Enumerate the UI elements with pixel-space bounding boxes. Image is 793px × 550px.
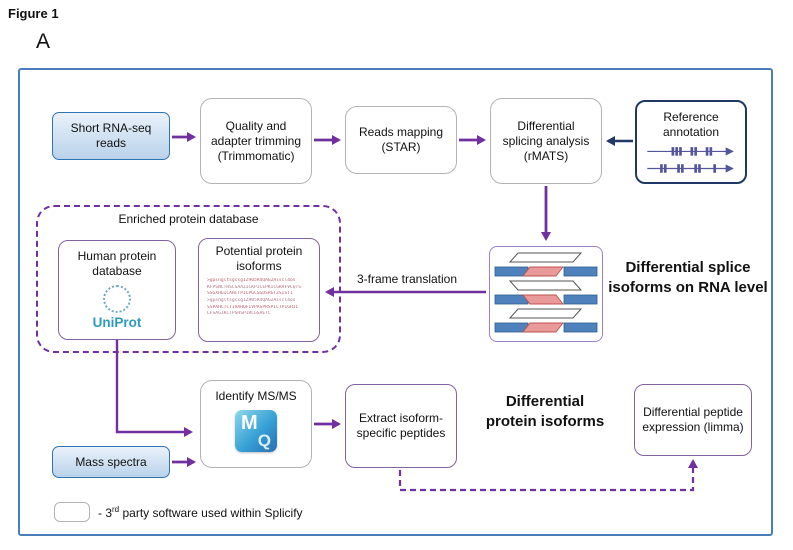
potential-isoforms-label: Potential protein isoforms (215, 244, 303, 273)
rna-level-caption: Differential splice isoforms on RNA leve… (608, 259, 768, 297)
uniprot-sphere-icon (103, 285, 131, 313)
legend-text: - 3rd party software used within Splicif… (98, 505, 303, 520)
uniprot-logo: UniProt (92, 315, 142, 330)
node-identify-msms: Identify MS/MS M Q (200, 380, 312, 468)
node-trimming: Quality and adapter trimming (Trimmomati… (200, 98, 312, 184)
sequence-line: KFPSNCTRSCSAAZICKPICEPKICGRAFVCQTS (207, 284, 302, 290)
sequence-line: SSGXHGICAHCTPICPGCSGDSRGTZSISTI (207, 291, 293, 297)
splice-events-graphic (489, 246, 603, 342)
legend-text-post: party software used within Splicify (119, 506, 303, 520)
legend-sup: rd (112, 505, 120, 514)
translation-arrow-label: 3-frame translation (356, 272, 458, 286)
sequence-line: >gpsngltsgcsgIZ905R4QAG2Aiscl4os (207, 297, 296, 303)
protein-isoforms-caption: Differential protein isoforms (485, 393, 605, 431)
maxquant-logo: M Q (235, 410, 277, 452)
legend-text-pre: - 3 (98, 506, 113, 520)
legend-software-chip (54, 502, 90, 522)
node-reference-annotation: Reference annotation (635, 100, 747, 184)
node-reads-mapping: Reads mapping (STAR) (345, 106, 457, 174)
node-splicing-analysis: Differential splicing analysis (rMATS) (490, 98, 602, 184)
sequence-line: SSPAHCTCTIAAHQFIVPASPRSPICTPIGHIL (207, 304, 299, 310)
sequence-line: >gpsngltsgcsgIZ905R4QAG2Aiscl4os (207, 278, 296, 283)
node-limma: Differential peptide expression (limma) (634, 384, 752, 456)
node-extract-peptides: Extract isoform-specific peptides (345, 384, 457, 468)
enriched-database-label: Enriched protein database (118, 212, 259, 226)
figure-label: Figure 1 (8, 6, 59, 21)
node-potential-isoforms: Potential protein isoforms >gpsngltsgcsg… (198, 238, 320, 342)
identify-msms-label: Identify MS/MS (215, 389, 297, 403)
node-human-protein-database: Human protein database UniProt (58, 240, 176, 340)
splice-isoforms-icon (494, 252, 598, 333)
sequence-line: LFSAGIKCTPSHSPIRCGSAETC (207, 311, 271, 317)
node-mass-spectra: Mass spectra (52, 446, 170, 478)
reference-annotation-label: Reference annotation (662, 110, 720, 139)
human-db-label: Human protein database (77, 249, 157, 278)
maxquant-q-letter: Q (257, 430, 271, 450)
maxquant-m-letter: M (241, 412, 258, 434)
panel-a-label: A (36, 30, 51, 53)
gene-tracks-icon (647, 147, 734, 173)
node-short-rna-reads: Short RNA-seq reads (52, 112, 170, 160)
